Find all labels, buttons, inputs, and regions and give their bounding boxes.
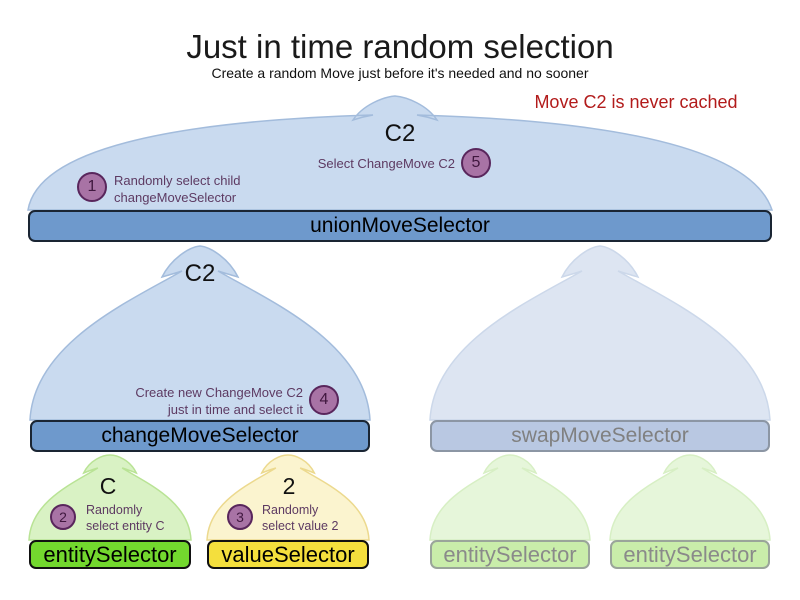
note-move-never-cached: Move C2 is never cached	[534, 92, 738, 112]
change-move-selector-label: changeMoveSelector	[101, 424, 299, 447]
value-pick-label: 2	[282, 473, 296, 499]
step-4-line1: Create new ChangeMove C2	[135, 385, 303, 400]
step-1-badge: 1	[77, 172, 107, 202]
entity-pick-label: C	[99, 473, 117, 499]
diagram-subtitle: Create a random Move just before it's ne…	[211, 65, 589, 81]
entity-selector-label: entitySelector	[43, 541, 177, 567]
diagram-title: Just in time random selection	[186, 28, 614, 65]
entity-faded-left-funnel-shape	[430, 453, 590, 540]
step-1-text: Randomly select child changeMoveSelector	[114, 172, 240, 206]
swap-funnel-shape	[430, 243, 770, 420]
move-label-c2-mid: C2	[184, 260, 216, 287]
entity-selector-faded-left-bar: entitySelector	[430, 540, 590, 569]
step-4-badge: 4	[309, 385, 339, 415]
swap-move-selector-label: swapMoveSelector	[511, 424, 689, 447]
step-2-text: Randomly select entity C	[86, 502, 165, 534]
entity-selector-faded-right-bar: entitySelector	[610, 540, 770, 569]
step-3-number: 3	[236, 509, 244, 525]
swap-move-selector-bar: swapMoveSelector	[430, 420, 770, 452]
step-2-badge: 2	[50, 504, 76, 530]
value-selector-bar: valueSelector	[207, 540, 369, 569]
step-4-line2: just in time and select it	[167, 402, 303, 417]
step-4-text: Create new ChangeMove C2 just in time an…	[135, 384, 303, 418]
step-1-line2: changeMoveSelector	[114, 190, 237, 205]
change-funnel-shape	[30, 243, 370, 420]
entity-selector-faded-left-label: entitySelector	[443, 541, 577, 567]
step-3-text: Randomly select value 2	[262, 502, 338, 534]
step-3-line2: select value 2	[262, 519, 339, 533]
step-3-line1: Randomly	[262, 503, 319, 517]
value-selector-label: valueSelector	[221, 541, 355, 567]
step-5-text: Select ChangeMove C2	[318, 155, 455, 172]
step-1-line1: Randomly select child	[114, 173, 241, 188]
move-label-c2-top: C2	[384, 120, 416, 147]
step-3-badge: 3	[227, 504, 253, 530]
step-2-line2: select entity C	[86, 519, 165, 533]
step-2-line1: Randomly	[86, 503, 143, 517]
step-4-number: 4	[319, 391, 329, 408]
step-5-badge: 5	[461, 148, 491, 178]
union-move-selector-bar: unionMoveSelector	[28, 210, 772, 242]
step-5-line1: Select ChangeMove C2	[317, 156, 455, 171]
entity-faded-right-funnel-shape	[610, 453, 770, 540]
step-2-number: 2	[59, 509, 67, 525]
entity-selector-faded-right-label: entitySelector	[623, 541, 757, 567]
step-1-number: 1	[87, 178, 97, 195]
top-funnel-shape	[28, 95, 772, 210]
union-move-selector-label: unionMoveSelector	[310, 214, 490, 237]
step-5-number: 5	[471, 154, 481, 171]
change-move-selector-bar: changeMoveSelector	[30, 420, 370, 452]
entity-selector-bar: entitySelector	[29, 540, 191, 569]
